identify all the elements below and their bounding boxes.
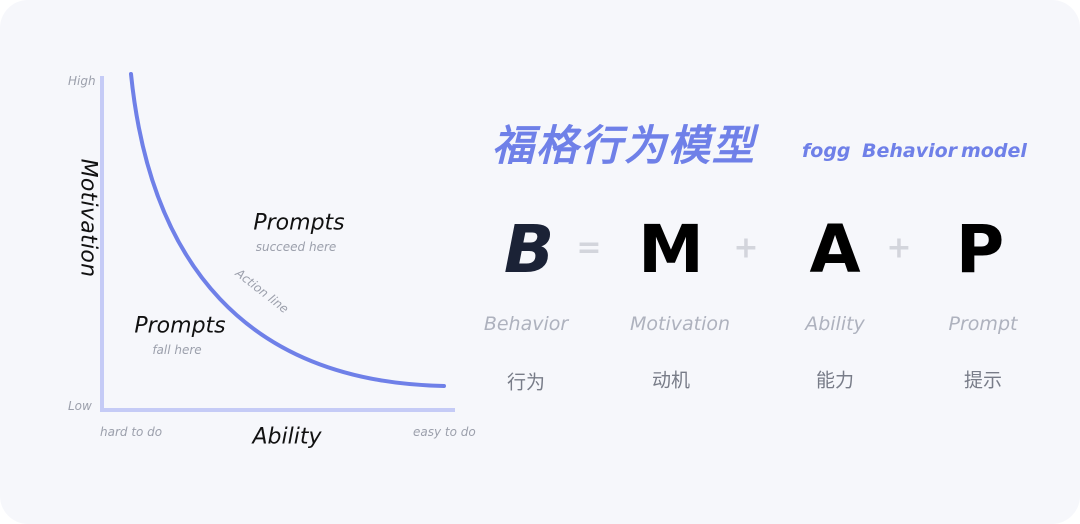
term-ability: Ability (805, 313, 865, 335)
prompts-succeed-subtitle: succeed here (255, 240, 337, 254)
y-axis-high-label: High (68, 74, 96, 88)
term-motivation: Motivation (629, 313, 731, 335)
term-motivation-chinese: 动机 (651, 369, 691, 392)
formula-letter-p: P (955, 211, 1005, 288)
term-behavior-chinese: 行为 (506, 371, 546, 394)
x-axis-title: Ability (252, 424, 322, 450)
x-axis-left-label: hard to do (100, 425, 163, 439)
model-title-chinese: 福格行为模型 (492, 121, 757, 170)
plus-operator-2: + (886, 230, 912, 266)
term-ability-chinese: 能力 (815, 369, 855, 392)
y-axis-title: Motivation (75, 158, 101, 278)
formula-letter-b: B (503, 211, 555, 288)
action-line-curve (129, 72, 446, 388)
prompts-fail-title: Prompts (134, 313, 226, 339)
prompts-succeed-title: Prompts (253, 210, 345, 236)
y-axis-low-label: Low (68, 399, 92, 413)
term-prompt-chinese: 提示 (963, 369, 1003, 392)
formula-letter-m: M (638, 211, 704, 288)
x-axis-right-label: easy to do (413, 425, 476, 439)
term-prompt: Prompt (948, 313, 1018, 335)
equals-operator: = (576, 230, 602, 266)
formula-letter-a: A (809, 211, 861, 288)
plus-operator-1: + (733, 230, 759, 266)
prompts-fail-subtitle: fall here (152, 343, 202, 357)
title-word-fogg: fogg (802, 140, 851, 162)
title-word-behavior: Behavior (862, 140, 958, 162)
title-word-model: model (961, 140, 1027, 162)
term-behavior: Behavior (483, 313, 569, 335)
